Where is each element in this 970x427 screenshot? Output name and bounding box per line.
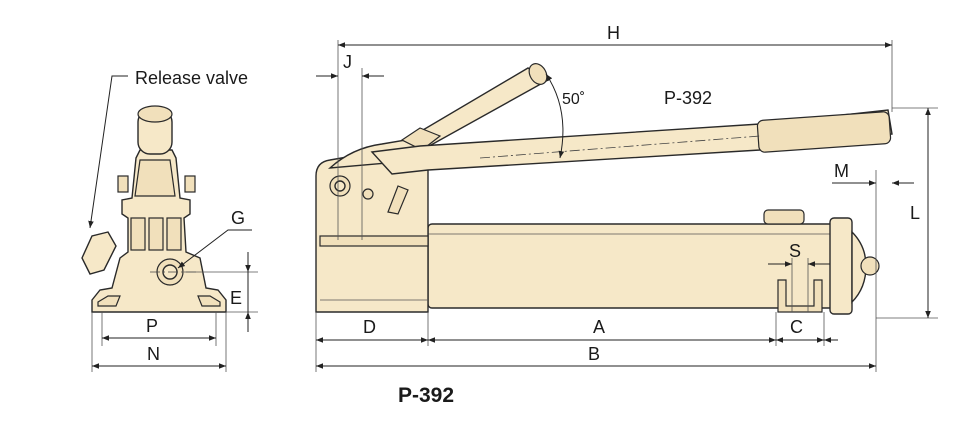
side-rib: [130, 217, 146, 251]
pivot-pin-center: [334, 180, 346, 192]
end-cap: [829, 217, 853, 315]
diagram-caption: P-392: [398, 384, 454, 407]
side-pin-left: [117, 175, 129, 193]
reservoir-tube: [427, 223, 835, 309]
dim-l-label: L: [910, 203, 920, 223]
side-handle-top: [137, 105, 173, 123]
front-view: 50˚ P-392 H J M L S D: [315, 23, 938, 372]
dim-e-label: E: [230, 288, 242, 308]
release-valve-label: Release valve: [135, 68, 248, 88]
side-rib: [148, 217, 164, 251]
model-label: P-392: [664, 88, 712, 108]
pump-head: [315, 151, 429, 313]
dim-h-label: H: [607, 23, 620, 43]
end-plug: [860, 256, 880, 276]
release-valve-knob: [81, 231, 117, 275]
dim-b-label: B: [588, 344, 600, 364]
dim-a-label: A: [593, 317, 605, 337]
side-rib: [166, 217, 182, 251]
side-foot-right: [197, 295, 221, 307]
dim-c-label: C: [790, 317, 803, 337]
side-foot-left: [97, 295, 121, 307]
filler-cap: [763, 209, 805, 225]
dim-m-label: M: [834, 161, 849, 181]
side-view: Release valve G E P N: [81, 68, 258, 372]
head-band: [319, 235, 429, 247]
angle-label: 50˚: [562, 91, 585, 108]
dim-n-label: N: [147, 344, 160, 364]
side-pin-right: [184, 175, 196, 193]
dim-s-label: S: [789, 241, 801, 261]
link-arm: [387, 185, 409, 215]
handle-grip: [756, 111, 892, 153]
pin-small: [362, 188, 374, 200]
side-upper-block: [134, 159, 176, 197]
mount-bracket: [777, 279, 823, 313]
dim-p-label: P: [146, 316, 158, 336]
dim-d-label: D: [363, 317, 376, 337]
dim-g-label: G: [231, 208, 245, 228]
dim-j-label: J: [343, 52, 352, 72]
handle-raised: [327, 67, 550, 169]
handle-raised-end: [528, 63, 548, 85]
